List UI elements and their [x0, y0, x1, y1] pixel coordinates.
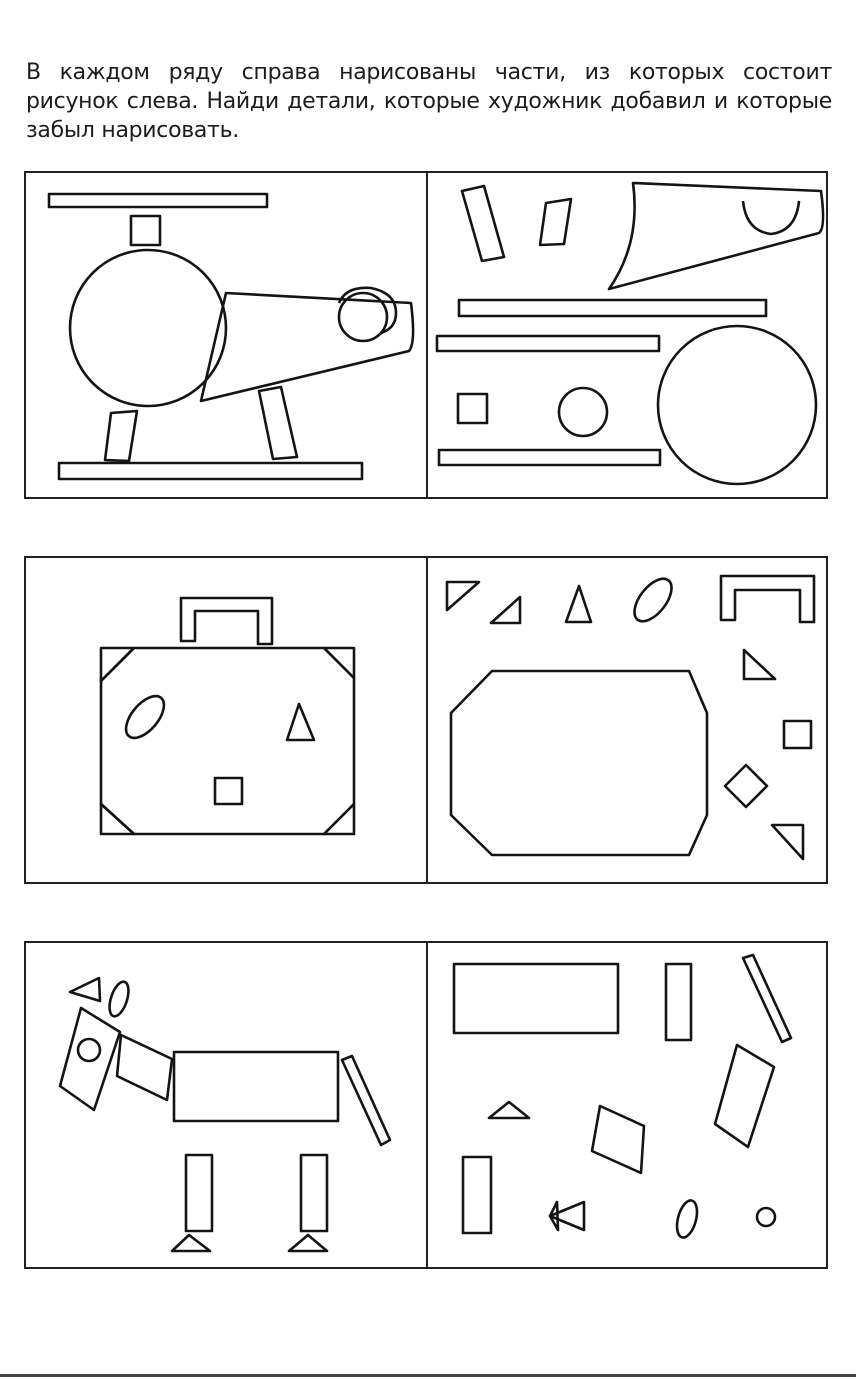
landing-skid — [57, 461, 364, 481]
horse-neck — [115, 1033, 174, 1102]
horse-head — [58, 1006, 122, 1112]
bottom-rule — [0, 1374, 856, 1377]
back-leg — [299, 1153, 329, 1233]
horse-tail — [340, 1054, 392, 1147]
puzzle-row-suitcase — [24, 556, 828, 884]
part-body — [452, 962, 620, 1035]
cabin-circle — [68, 248, 228, 408]
part-corner-2 — [770, 823, 805, 861]
corner-bottom-right — [322, 802, 356, 836]
part-tail-boom — [607, 181, 825, 291]
helicopter-parts — [435, 181, 825, 486]
horse-row-drawing — [58, 943, 793, 1267]
part-corner-1 — [742, 648, 777, 681]
part-neck — [590, 1104, 646, 1175]
part-triangle-1 — [445, 580, 481, 612]
left-strut — [103, 409, 139, 463]
part-long-bar-2 — [435, 334, 661, 353]
part-tail-rotor-arc — [741, 200, 801, 236]
ear-triangle — [68, 976, 102, 1003]
square-detail — [213, 776, 244, 806]
part-hoof-1 — [487, 1100, 531, 1120]
part-ear-triangle — [548, 1200, 586, 1232]
part-triangle-2 — [489, 595, 522, 625]
part-leg-2 — [461, 1155, 493, 1235]
part-slanted-strut-2 — [538, 197, 573, 247]
corner-top-left — [99, 646, 136, 683]
front-leg — [184, 1153, 214, 1233]
helicopter-picture — [47, 192, 415, 481]
horse-picture — [58, 976, 392, 1253]
part-small-square — [456, 392, 489, 425]
part-body — [449, 669, 709, 857]
part-ear-oval — [675, 1199, 699, 1239]
part-square — [782, 719, 813, 750]
part-small-circle — [557, 386, 609, 438]
ear-oval — [108, 980, 130, 1018]
part-eye — [755, 1206, 777, 1228]
corner-top-right — [322, 646, 356, 680]
suitcase-row-drawing — [99, 558, 816, 882]
suitcase-body — [99, 646, 356, 836]
part-diamond — [723, 763, 769, 809]
part-slanted-strut-1 — [460, 184, 506, 263]
front-hoof — [170, 1233, 212, 1253]
rotor-mast-square — [129, 214, 162, 247]
part-oval — [633, 577, 673, 623]
suitcase-handle — [179, 596, 274, 646]
part-head — [713, 1043, 776, 1149]
triangle-detail — [285, 702, 316, 742]
horse-parts — [452, 953, 793, 1239]
right-strut — [257, 385, 299, 461]
back-hoof — [287, 1233, 329, 1253]
suitcase-parts — [445, 574, 816, 861]
part-tail — [741, 953, 793, 1044]
part-long-bar-1 — [457, 298, 768, 318]
corner-bottom-left — [99, 802, 136, 836]
tail-rotor-arc — [337, 286, 398, 335]
part-handle — [719, 574, 816, 624]
horse-eye — [76, 1037, 102, 1063]
part-leg-1 — [664, 962, 693, 1042]
horse-body — [172, 1050, 340, 1123]
tail-rotor-circle — [337, 291, 389, 343]
helicopter-row-drawing — [47, 173, 825, 497]
tail-boom — [199, 291, 415, 403]
oval-detail — [124, 694, 166, 740]
puzzle-row-helicopter — [24, 171, 828, 499]
part-long-bar-3 — [437, 448, 662, 467]
task-instructions: В каждом ряду справа нарисованы части, и… — [26, 60, 832, 143]
puzzle-row-horse — [24, 941, 828, 1269]
part-large-circle — [656, 324, 818, 486]
rotor-bar — [47, 192, 269, 209]
part-ear-triangle-tip — [548, 1200, 560, 1232]
part-triangle-3 — [564, 584, 593, 624]
suitcase-picture — [99, 596, 356, 836]
